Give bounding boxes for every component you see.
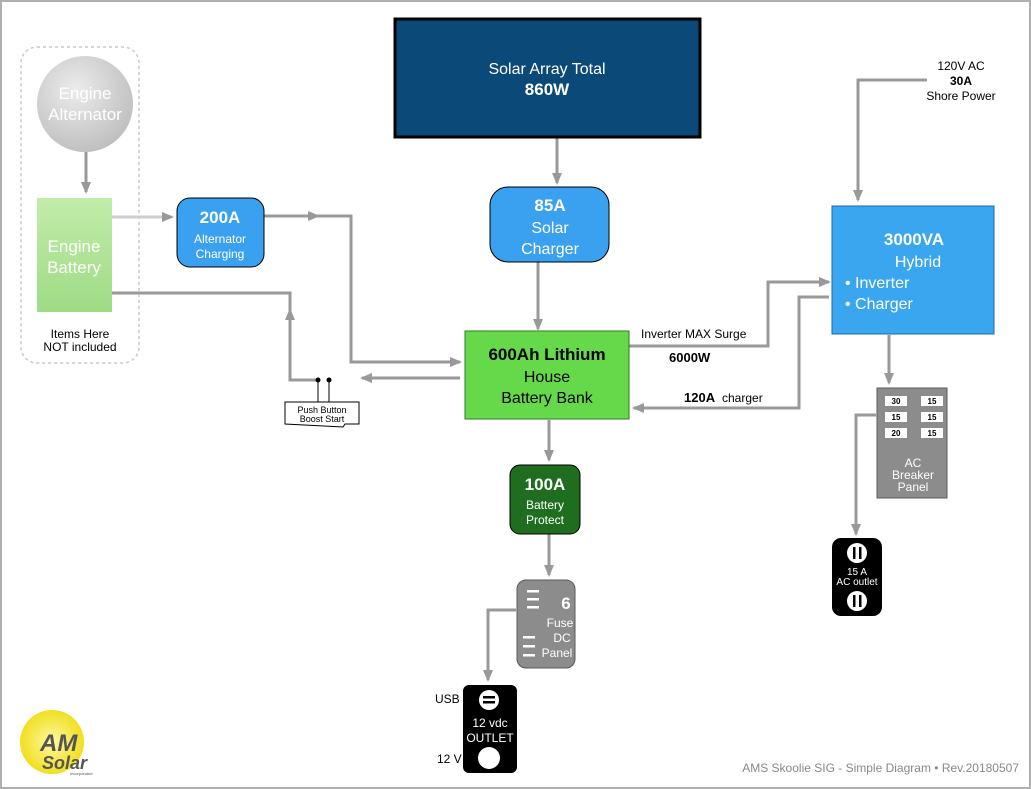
push-button-switch: Push Button Boost Start bbox=[284, 377, 360, 428]
inverter-line1: Hybrid bbox=[895, 254, 941, 271]
solar-charger-line2: Charger bbox=[521, 241, 579, 258]
not-included-group bbox=[20, 46, 140, 364]
fuse-slot bbox=[527, 590, 539, 593]
am-solar-logo: AM Solar Incorporated bbox=[20, 710, 92, 776]
dc-outlet-line1: 12 vdc bbox=[472, 716, 507, 730]
breaker-r2-c1-value: 15 bbox=[928, 429, 937, 438]
breaker-r0-c0-value: 30 bbox=[892, 397, 901, 406]
breaker-r1-c0-value: 15 bbox=[892, 413, 901, 422]
12v-socket-icon bbox=[478, 747, 500, 769]
dc-fuse-panel: 6 Fuse DC Panel bbox=[516, 579, 576, 669]
wire-shore-to-inverter bbox=[853, 78, 927, 202]
engine-battery-line1: Engine bbox=[48, 237, 101, 256]
breaker-r2-c0-value: 20 bbox=[892, 429, 901, 438]
inverter-line2: • Inverter bbox=[845, 275, 910, 292]
ac-receptacle-top bbox=[847, 543, 867, 563]
battery-bank-line2: Battery Bank bbox=[501, 390, 594, 407]
ac-outlet: 15 A AC outlet bbox=[832, 538, 882, 616]
not-included-line1: Items Here bbox=[51, 327, 110, 341]
breaker-r0-c1 bbox=[921, 396, 943, 406]
breaker-r2-c1 bbox=[921, 428, 943, 438]
connectors bbox=[81, 78, 927, 682]
breaker-r1-c1-value: 15 bbox=[928, 413, 937, 422]
fuse-panel-line1: Fuse bbox=[547, 616, 574, 630]
breaker-r1-c1 bbox=[921, 412, 943, 422]
engine-battery: Engine Battery bbox=[37, 198, 112, 312]
fuse-panel-count: 6 bbox=[561, 594, 570, 613]
fuse-slot bbox=[523, 636, 535, 639]
engine-alternator-line1: Engine bbox=[59, 84, 112, 103]
battery-protect-line2: Protect bbox=[526, 513, 565, 527]
breaker-panel-line3: Panel bbox=[898, 480, 929, 494]
logo-line2: Solar bbox=[42, 753, 88, 773]
fuse-panel-line3: Panel bbox=[542, 646, 573, 660]
shore-power-line1: 120V AC bbox=[937, 59, 985, 73]
alternator-charging-line2: Charging bbox=[196, 247, 245, 261]
battery-bank-title: 600Ah Lithium bbox=[488, 345, 605, 364]
breaker-r0-c0 bbox=[885, 396, 907, 406]
charger-rate-value: 120A bbox=[684, 390, 716, 405]
breaker-r0-c1-value: 15 bbox=[928, 397, 937, 406]
wire-engine-battery-to-boost bbox=[112, 291, 318, 382]
fuse-slot bbox=[523, 654, 535, 657]
house-battery-bank: 600Ah Lithium House Battery Bank bbox=[464, 330, 630, 420]
usb-port-icon bbox=[479, 690, 499, 710]
wire-inverter-to-battery bbox=[632, 295, 829, 413]
battery-bank-line1: House bbox=[524, 369, 570, 386]
logo-tagline: Incorporated bbox=[70, 771, 92, 776]
footer-text: AMS Skoolie SIG - Simple Diagram • Rev.2… bbox=[742, 761, 1019, 775]
breaker-panel-line1: AC bbox=[905, 456, 922, 470]
sun-icon bbox=[20, 710, 84, 774]
ac-outlet-line1: 15 A bbox=[847, 567, 867, 578]
shore-power-line2: 30A bbox=[950, 74, 972, 88]
push-button-line1: Push Button bbox=[297, 405, 346, 415]
ac-receptacle-bottom bbox=[847, 591, 867, 611]
battery-protect-amps: 100A bbox=[525, 475, 566, 494]
logo-line1: AM bbox=[39, 730, 78, 757]
push-button-line2: Boost Start bbox=[300, 414, 345, 424]
alternator-charging-box: 200A Alternator Charging bbox=[176, 197, 265, 268]
inverter-surge-label: Inverter MAX Surge bbox=[641, 327, 747, 341]
wire-battery-to-inverter bbox=[629, 277, 831, 348]
breaker-r1-c0 bbox=[885, 412, 907, 422]
charger-rate-label: charger bbox=[722, 391, 763, 405]
breaker-panel-line2: Breaker bbox=[892, 468, 934, 482]
fuse-panel-line2: DC bbox=[553, 631, 571, 645]
shore-power-line3: Shore Power bbox=[926, 89, 995, 103]
fuse-slot bbox=[523, 645, 535, 648]
12v-label: 12 V -> bbox=[437, 752, 476, 766]
usb-label: USB -> bbox=[435, 692, 474, 706]
alternator-charging-amps: 200A bbox=[200, 208, 241, 227]
wire-alternator-charging-to-battery bbox=[264, 214, 462, 367]
engine-alternator: Engine Alternator bbox=[37, 56, 133, 152]
ac-breaker-panel: 30 15 15 15 20 15 AC Breaker Panel bbox=[876, 387, 948, 499]
battery-protect-line1: Battery bbox=[526, 498, 564, 512]
alternator-charging-line1: Alternator bbox=[194, 232, 246, 246]
dc-outlet-line2: OUTLET bbox=[466, 731, 514, 745]
engine-battery-line2: Battery bbox=[47, 258, 101, 277]
solar-charger-amps: 85A bbox=[534, 196, 565, 215]
solar-array-watts: 860W bbox=[525, 80, 570, 99]
inverter-charger-box: 3000VA Hybrid • Inverter • Charger bbox=[831, 205, 995, 335]
fuse-slot bbox=[527, 606, 539, 609]
battery-protect-box: 100A Battery Protect bbox=[509, 464, 581, 535]
solar-charger-box: 85A Solar Charger bbox=[489, 186, 610, 263]
inverter-rating: 3000VA bbox=[884, 230, 944, 249]
solar-array-title: Solar Array Total bbox=[488, 61, 605, 78]
breaker-r2-c0 bbox=[885, 428, 907, 438]
not-included-line2: NOT included bbox=[43, 340, 116, 354]
dc-outlet: 12 vdc OUTLET bbox=[463, 685, 517, 773]
wire-breaker-to-ac-outlet bbox=[851, 413, 876, 536]
inverter-surge-value: 6000W bbox=[669, 350, 711, 365]
fuse-slot bbox=[527, 598, 539, 601]
wire-fuse-to-dc-outlet bbox=[483, 608, 516, 682]
ac-outlet-line2: AC outlet bbox=[836, 577, 877, 588]
engine-alternator-line2: Alternator bbox=[48, 105, 122, 124]
inverter-line3: • Charger bbox=[845, 296, 914, 313]
solar-charger-line1: Solar bbox=[531, 220, 569, 237]
solar-array-box: Solar Array Total 860W bbox=[393, 17, 702, 139]
